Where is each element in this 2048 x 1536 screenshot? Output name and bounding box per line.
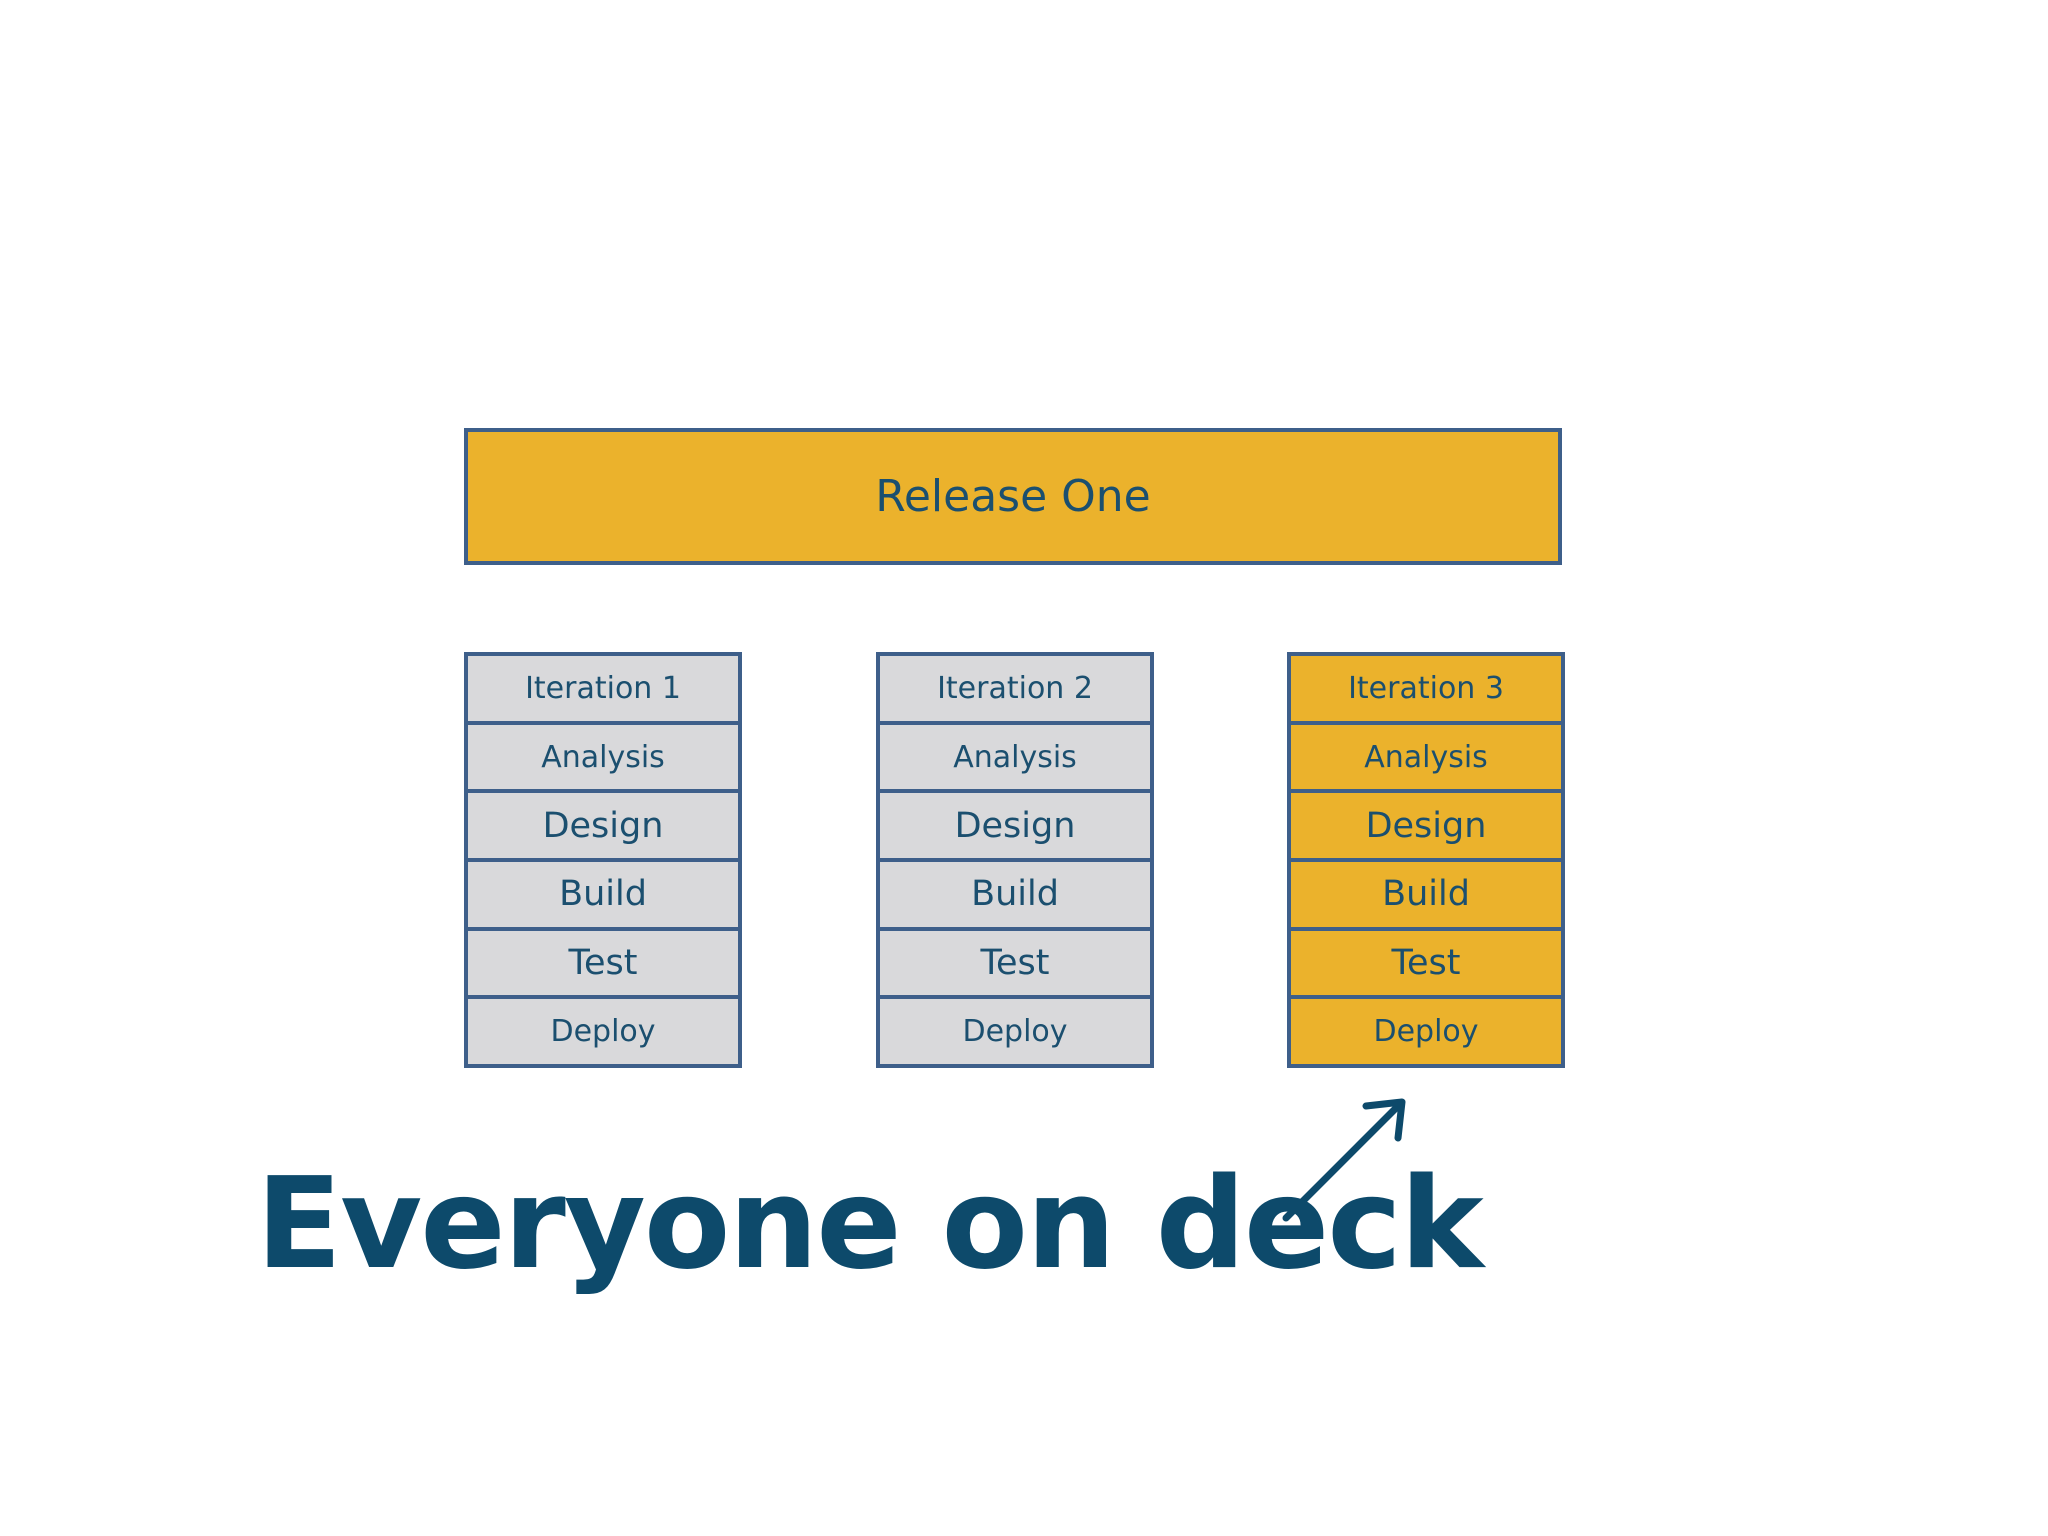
step-test: Test [468,930,738,1000]
step-build: Build [468,862,738,931]
step-test: Test [880,930,1150,1000]
iteration-title: Iteration 1 [468,656,738,725]
iteration-1-column: Iteration 1 Analysis Design Build Test D… [464,652,742,1068]
release-label: Release One [875,471,1151,522]
arrow-up-right-icon [1282,1098,1406,1222]
step-build: Build [880,862,1150,931]
step-deploy: Deploy [1291,999,1561,1065]
step-test: Test [1291,930,1561,1000]
step-deploy: Deploy [468,999,738,1065]
step-deploy: Deploy [880,999,1150,1065]
step-analysis: Analysis [880,724,1150,794]
step-analysis: Analysis [468,724,738,794]
tagline-everyone-on-deck: Everyone on deck [256,1150,1484,1297]
step-analysis: Analysis [1291,724,1561,794]
step-build: Build [1291,862,1561,931]
step-design: Design [468,793,738,863]
iteration-title: Iteration 2 [880,656,1150,725]
iteration-3-column: Iteration 3 Analysis Design Build Test D… [1287,652,1565,1068]
release-one-box: Release One [464,428,1562,565]
step-design: Design [880,793,1150,863]
iteration-title: Iteration 3 [1291,656,1561,725]
step-design: Design [1291,793,1561,863]
iteration-2-column: Iteration 2 Analysis Design Build Test D… [876,652,1154,1068]
